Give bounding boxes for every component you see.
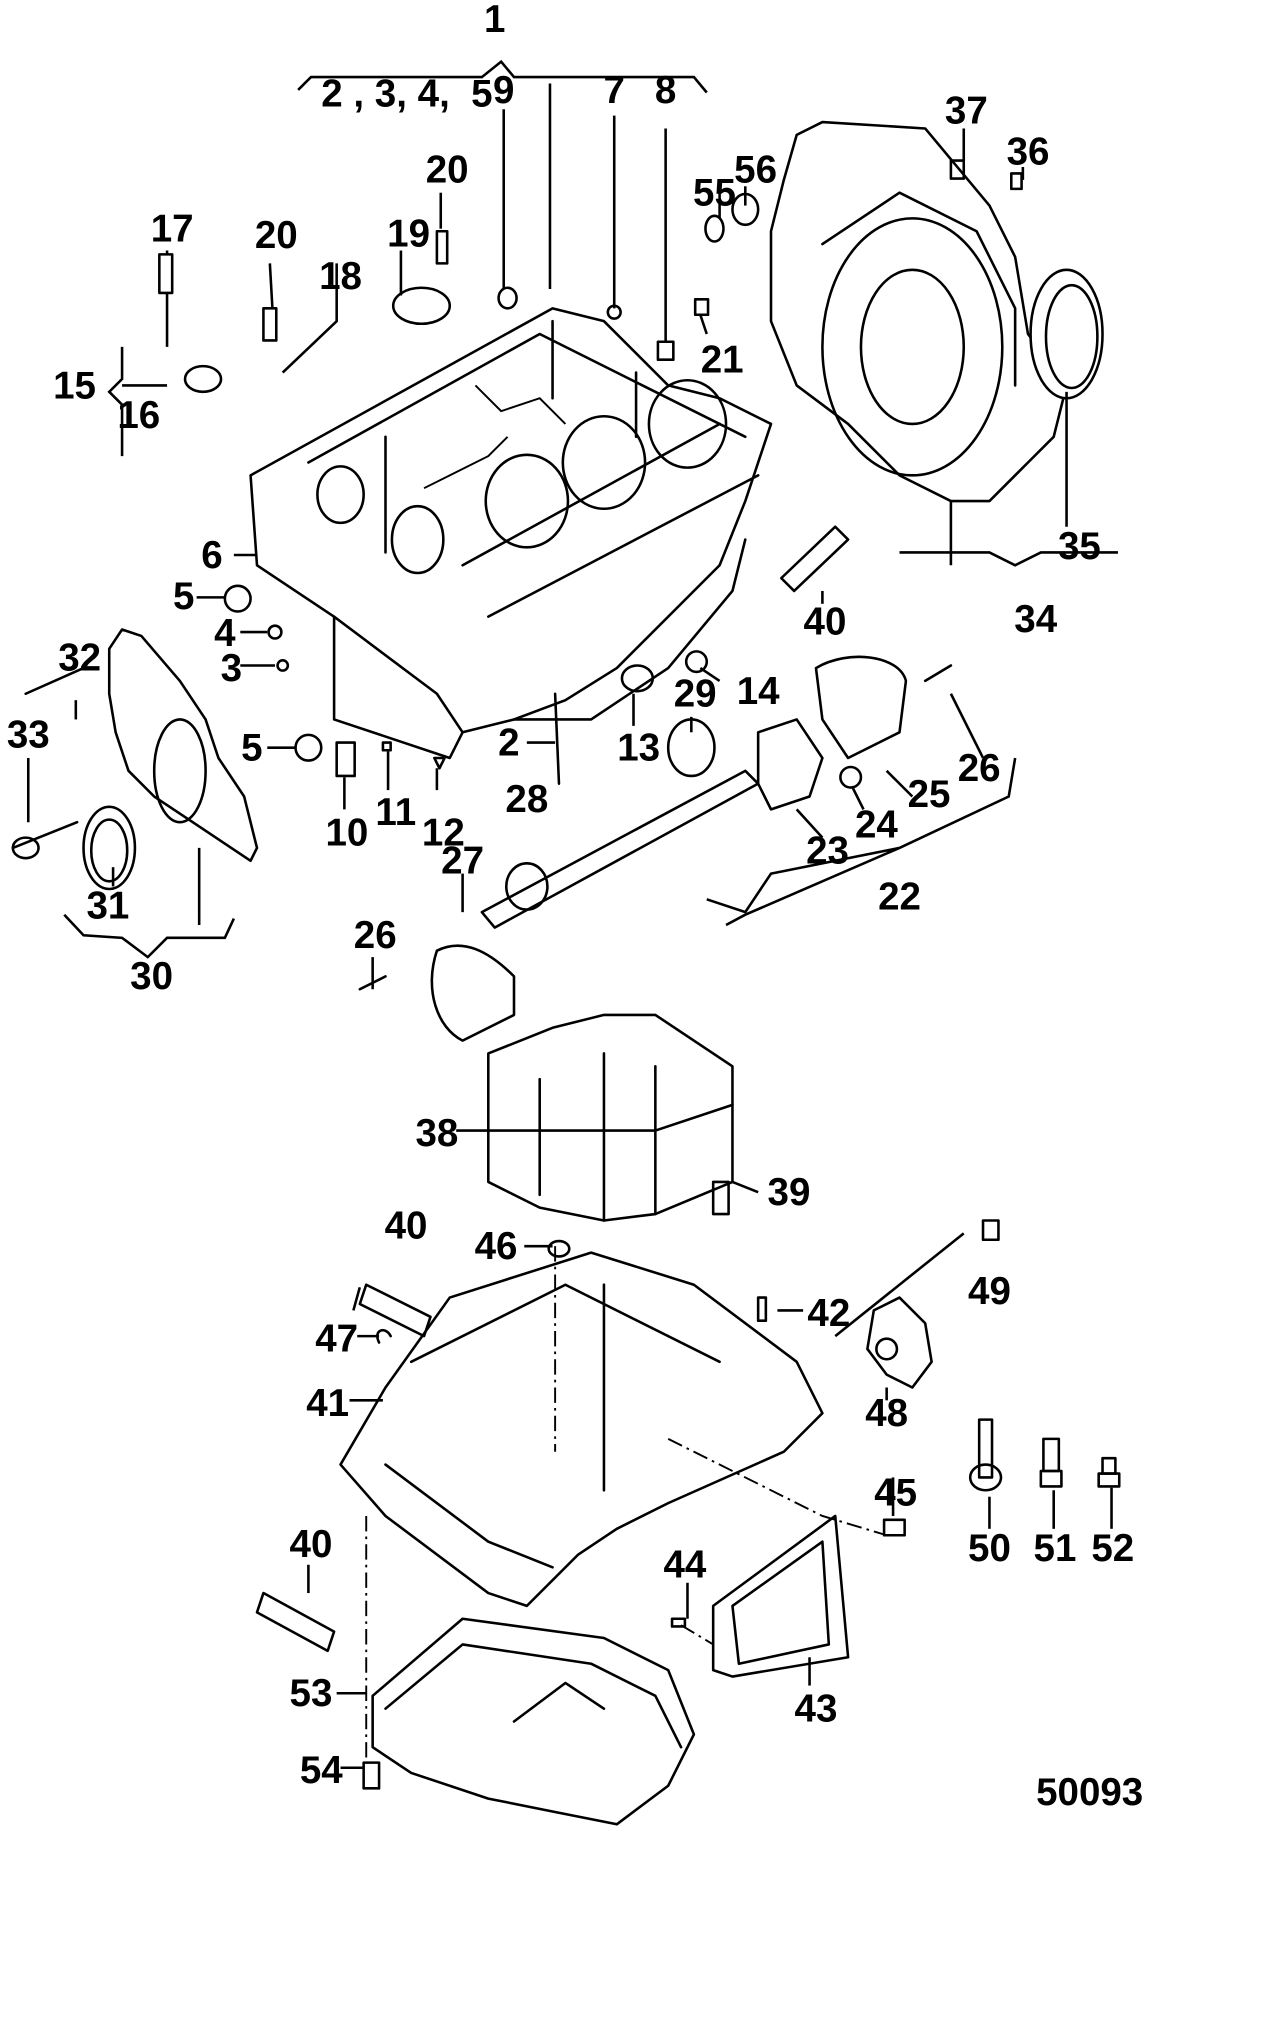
leader-lines bbox=[26, 59, 1118, 1770]
callout-13: 13 bbox=[617, 727, 660, 770]
callout-46: 46 bbox=[475, 1225, 518, 1268]
callout-33: 33 bbox=[7, 714, 50, 757]
small-parts bbox=[11, 159, 1121, 1790]
callout-51: 51 bbox=[1034, 1527, 1077, 1570]
callout-20-upper: 20 bbox=[426, 148, 469, 191]
callout-40-middle: 40 bbox=[385, 1204, 428, 1247]
callout-5-upper: 5 bbox=[173, 575, 194, 618]
callout-7: 7 bbox=[604, 69, 625, 112]
diagram-reference-number: 50093 bbox=[1036, 1771, 1143, 1814]
callout-35: 35 bbox=[1058, 525, 1101, 568]
balance-shaft bbox=[430, 655, 908, 1042]
callout-54: 54 bbox=[300, 1749, 343, 1792]
rear-oil-seal bbox=[1029, 268, 1104, 400]
oil-pan-side-cover bbox=[711, 1514, 850, 1678]
callout-26-left: 26 bbox=[354, 914, 397, 957]
callout-14: 14 bbox=[737, 670, 780, 713]
callout-36: 36 bbox=[1007, 130, 1050, 173]
callout-12: 12 bbox=[422, 811, 465, 854]
callout-10: 10 bbox=[326, 811, 369, 854]
callout-1: 1 bbox=[484, 0, 505, 41]
callout-44: 44 bbox=[663, 1544, 706, 1587]
callout-52: 52 bbox=[1091, 1527, 1134, 1570]
callout-2: 2 bbox=[498, 721, 519, 764]
callout-17: 17 bbox=[151, 208, 194, 251]
callout-25: 25 bbox=[908, 773, 951, 816]
upper-oil-pan bbox=[339, 1251, 824, 1608]
callout-48: 48 bbox=[865, 1392, 908, 1435]
callout-21: 21 bbox=[701, 339, 744, 382]
callout-29: 29 bbox=[674, 673, 717, 716]
callout-34: 34 bbox=[1014, 598, 1057, 641]
callout-50: 50 bbox=[968, 1527, 1011, 1570]
callout-3: 3 bbox=[221, 647, 242, 690]
callout-37: 37 bbox=[945, 89, 988, 132]
callout-49: 49 bbox=[968, 1270, 1011, 1313]
front-cover bbox=[107, 628, 259, 863]
callout-18: 18 bbox=[319, 255, 362, 298]
callout-24: 24 bbox=[855, 804, 898, 847]
callout-23: 23 bbox=[806, 829, 849, 872]
front-oil-seal bbox=[82, 805, 137, 891]
callout-38: 38 bbox=[415, 1112, 458, 1155]
callout-45: 45 bbox=[874, 1472, 917, 1515]
callout-40-top: 40 bbox=[804, 601, 847, 644]
callout-30: 30 bbox=[130, 955, 173, 998]
callout-15: 15 bbox=[53, 364, 96, 407]
callout-19: 19 bbox=[387, 213, 430, 256]
callout-6: 6 bbox=[201, 534, 222, 577]
oil-filter-bracket bbox=[866, 1296, 933, 1389]
callout-labels: 1 2 , 3, 4, 5 9 7 8 20 19 17 20 18 15 16… bbox=[7, 0, 1143, 1814]
callout-40-bottom: 40 bbox=[290, 1523, 333, 1566]
callout-42: 42 bbox=[807, 1292, 850, 1335]
callout-2-3-4-5: 2 , 3, 4, 5 bbox=[321, 73, 492, 116]
callout-16: 16 bbox=[117, 394, 160, 437]
callout-32: 32 bbox=[58, 637, 101, 680]
callout-26-right: 26 bbox=[958, 747, 1001, 790]
rear-cover-plate bbox=[769, 120, 1068, 503]
cylinder-block bbox=[249, 307, 773, 760]
callout-5-lower: 5 bbox=[241, 727, 262, 770]
callout-31: 31 bbox=[87, 885, 130, 928]
callout-11: 11 bbox=[375, 791, 416, 834]
callout-28: 28 bbox=[505, 778, 548, 821]
lower-oil-pan bbox=[371, 1617, 696, 1826]
callout-9: 9 bbox=[493, 69, 514, 112]
callout-53: 53 bbox=[290, 1672, 333, 1715]
callout-47: 47 bbox=[315, 1318, 358, 1361]
callout-39: 39 bbox=[768, 1171, 811, 1214]
callout-55: 55 bbox=[693, 172, 736, 215]
callout-22: 22 bbox=[878, 876, 921, 919]
callout-43: 43 bbox=[795, 1688, 838, 1731]
callout-20-lower: 20 bbox=[255, 214, 298, 257]
callout-4: 4 bbox=[214, 612, 236, 655]
ladder-frame bbox=[487, 1013, 734, 1222]
callout-56: 56 bbox=[734, 148, 777, 191]
callout-27: 27 bbox=[441, 840, 484, 883]
callout-8: 8 bbox=[655, 69, 676, 112]
callout-41: 41 bbox=[306, 1382, 349, 1425]
